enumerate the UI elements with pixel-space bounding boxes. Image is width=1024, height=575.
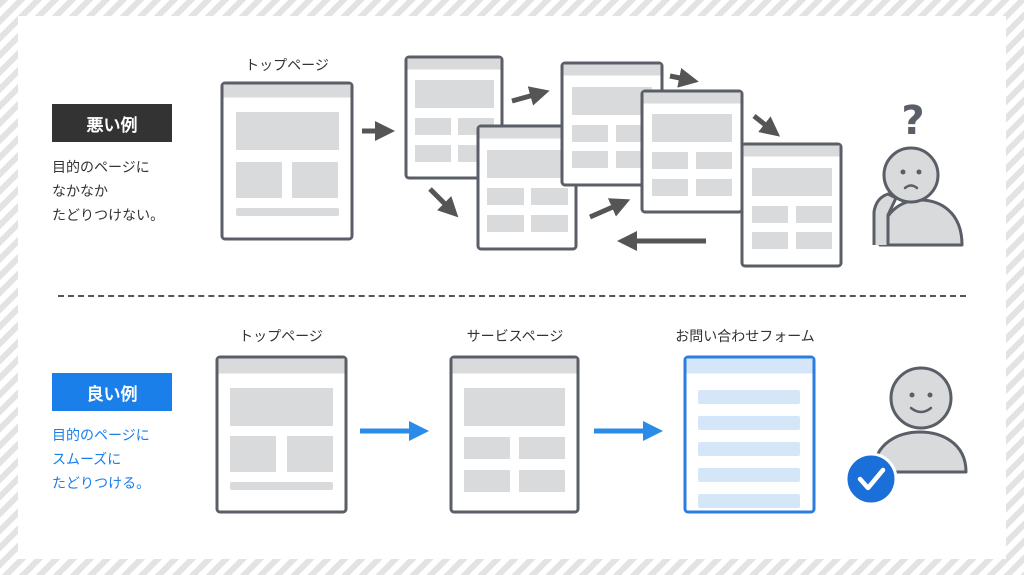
section-divider <box>58 295 966 297</box>
arrow-right-icon <box>511 86 550 106</box>
arrow-up-right-icon <box>588 198 631 220</box>
happy-person-icon <box>872 366 968 474</box>
arrow-right-icon <box>669 68 699 88</box>
bad-top-page-label: トップページ <box>245 58 329 74</box>
bad-example-description: 目的のページに なかなか たどりつけない。 <box>52 160 165 224</box>
confused-person-icon: ? <box>872 98 964 247</box>
service-page-label: サービスページ <box>466 329 564 345</box>
good-top-page-wireframe <box>215 355 348 514</box>
contact-form-label: お問い合わせフォーム <box>675 329 815 345</box>
bad-page-d-wireframe <box>640 89 744 214</box>
bad-navigation-arrows <box>362 68 781 251</box>
good-example-badge: 良い例 <box>52 373 172 411</box>
good-top-page-label: トップページ <box>239 329 323 345</box>
bad-top-page-wireframe <box>220 81 354 241</box>
svg-text:?: ? <box>901 98 924 144</box>
check-circle-icon <box>844 452 898 506</box>
arrow-down-right-icon <box>428 187 459 218</box>
bad-page-c-wireframe <box>560 61 664 187</box>
bad-page-b-wireframe <box>476 124 578 251</box>
bad-example-badge: 悪い例 <box>52 104 172 142</box>
service-page-wireframe <box>449 355 580 514</box>
bad-page-e-wireframe <box>740 142 843 268</box>
good-example-description: 目的のページに スムーズに たどりつける。 <box>52 428 151 492</box>
arrow-down-right-icon <box>752 114 781 137</box>
contact-form-wireframe <box>683 355 816 514</box>
